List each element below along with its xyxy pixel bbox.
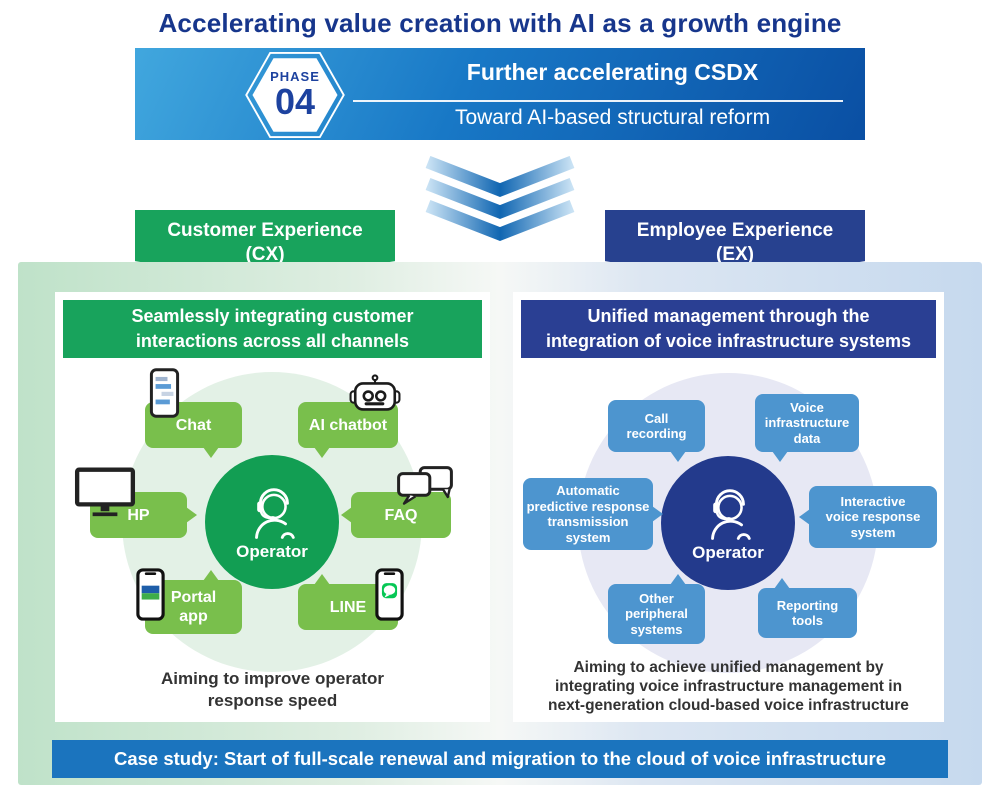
- cx-ribbon-line2: (CX): [245, 244, 285, 265]
- operator-headset-icon: [255, 488, 295, 539]
- robot-icon: [349, 374, 401, 411]
- ex-bubble-reporting-tools-label: Reporting tools: [776, 597, 839, 629]
- bubble-tail: [341, 507, 352, 523]
- phase-banner: PHASE 04 Further accelerating CSDX Towar…: [135, 48, 865, 140]
- ex-bubble-other-peripheral-systems-label: Other peripheral systems: [625, 590, 688, 637]
- ex-card: Unified management through the integrati…: [513, 292, 944, 722]
- cx-operator-label: Operator: [236, 542, 308, 561]
- content-panel: Seamlessly integrating customer interact…: [18, 262, 982, 785]
- ex-bubble-automatic-predictive-response-label: Automatic predictive response transmissi…: [526, 483, 650, 545]
- bubble-tail: [314, 447, 330, 458]
- case-study-banner: Case study: Start of full-scale renewal …: [52, 740, 948, 778]
- phase-label: PHASE: [270, 68, 320, 84]
- ex-caption: Aiming to achieve unified management by …: [548, 659, 909, 714]
- cx-ribbon-line1: Customer Experience: [167, 220, 363, 241]
- monitor-icon: [74, 467, 136, 517]
- speech-bubbles-icon: [397, 466, 453, 505]
- hexagon-icon: [245, 52, 345, 138]
- line-app-phone-icon: [375, 568, 404, 621]
- portal-app-phone-icon: [136, 568, 165, 621]
- banner-heading: Further accelerating CSDX: [466, 59, 759, 85]
- cx-operator-circle: Operator: [205, 455, 339, 589]
- ex-bubble-call-recording-label: Call recording: [626, 410, 687, 442]
- bubble-tail: [186, 507, 197, 523]
- ex-bubble-interactive-voice-response-label: Interactive voice response system: [825, 493, 921, 540]
- cx-caption: Aiming to improve operator response spee…: [161, 669, 384, 710]
- phase-badge-text: PHASE 04: [243, 52, 347, 138]
- divider-line: [353, 100, 843, 102]
- smartphone-chat-icon: [149, 368, 180, 418]
- ex-bubble-voice-infrastructure-data: Voice infrastructure data: [755, 394, 859, 462]
- bubble-tail: [771, 451, 788, 462]
- cx-bubble-hp-label: HP: [127, 506, 150, 524]
- chevron-down-icon: [425, 156, 575, 241]
- cx-bubble-portal-app-label: Portal app: [170, 589, 217, 625]
- bubble-tail: [652, 506, 663, 522]
- cx-bubble-faq: FAQ: [341, 492, 451, 538]
- bubble-tail: [773, 578, 790, 589]
- operator-headset-icon: [711, 489, 751, 540]
- ex-operator-label: Operator: [692, 543, 764, 562]
- cx-card: Seamlessly integrating customer interact…: [55, 292, 490, 722]
- phase-badge: PHASE 04: [243, 52, 347, 138]
- cx-bubble-chat-label: Chat: [175, 416, 212, 434]
- banner-subheading: Toward AI-based structural reform: [454, 106, 771, 129]
- ex-operator-circle: Operator: [661, 456, 795, 590]
- cx-bubble-faq-label: FAQ: [384, 506, 418, 524]
- ex-bubble-interactive-voice-response: Interactive voice response system: [799, 486, 937, 548]
- ex-bubble-reporting-tools: Reporting tools: [758, 578, 857, 638]
- cx-bubble-ai-chatbot-label: AI chatbot: [308, 416, 388, 434]
- bubble-tail: [799, 509, 810, 525]
- ex-ribbon-line2: (EX): [716, 244, 754, 265]
- bubble-tail: [314, 574, 330, 585]
- ex-bubble-voice-infrastructure-data-label: Voice infrastructure data: [764, 399, 850, 446]
- bubble-tail: [670, 451, 687, 462]
- bubble-tail: [203, 447, 220, 458]
- page-title: Accelerating value creation with AI as a…: [158, 8, 842, 38]
- ex-bubble-automatic-predictive-response: Automatic predictive response transmissi…: [523, 478, 663, 550]
- ex-ribbon-line1: Employee Experience: [636, 220, 834, 241]
- bubble-tail: [670, 574, 687, 585]
- phase-number: 04: [274, 80, 316, 122]
- ex-bubble-other-peripheral-systems: Other peripheral systems: [608, 574, 705, 644]
- cx-card-header: Seamlessly integrating customer interact…: [63, 300, 482, 358]
- bubble-tail: [203, 570, 220, 581]
- ex-bubble-call-recording: Call recording: [608, 400, 705, 462]
- ex-card-header: Unified management through the integrati…: [521, 300, 936, 358]
- cx-bubble-line-label: LINE: [329, 598, 367, 616]
